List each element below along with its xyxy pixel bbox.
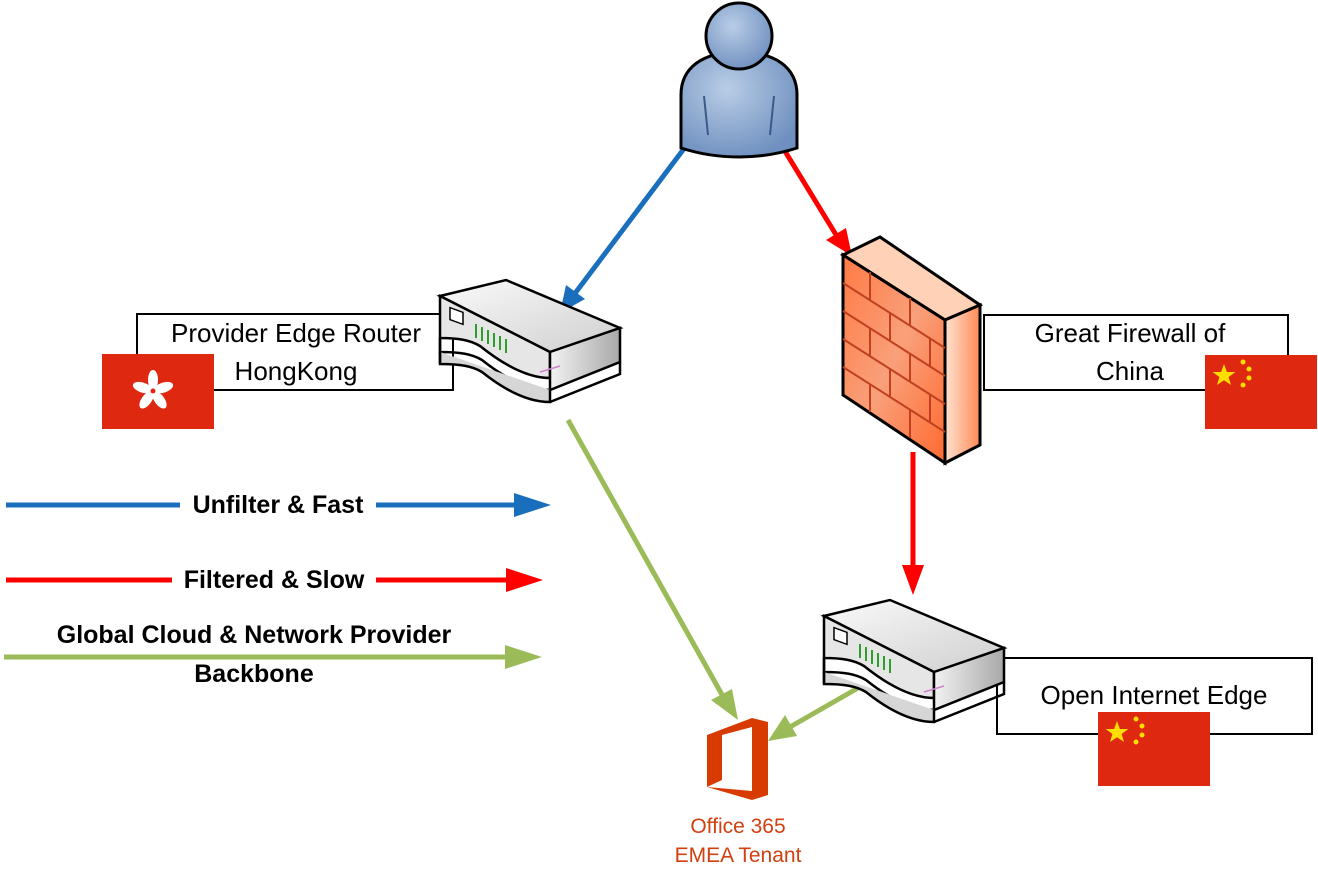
legend: Unfilter & Fast Filtered & Slow Global C…	[4, 490, 551, 688]
hong-kong-flag	[102, 354, 214, 429]
legend-backbone-label-line2: Backbone	[194, 660, 314, 688]
firewall-icon	[839, 235, 984, 466]
arrow-edge-to-office-head	[768, 715, 797, 741]
arrow-user-to-firewall	[780, 146, 841, 240]
arrow-pe-router-to-office	[565, 418, 728, 702]
arrow-pe-router-to-office-head	[711, 689, 738, 720]
connection-arrows	[560, 140, 924, 741]
legend-fast-label: Unfilter & Fast	[193, 491, 365, 519]
china-flag-firewall	[1205, 355, 1317, 429]
office-icon	[707, 718, 768, 800]
arrow-user-to-firewall-head	[826, 228, 852, 256]
china-flag-edge	[1098, 712, 1210, 786]
legend-fast-arrowhead	[514, 493, 551, 517]
legend-slow: Filtered & Slow	[6, 565, 543, 595]
office365-label-line2: EMEA Tenant	[675, 844, 802, 867]
arrow-user-to-pe-router	[568, 140, 691, 302]
internet-edge-router-icon	[822, 598, 1006, 724]
legend-slow-arrowhead	[506, 568, 543, 592]
pe-router-label-line1: Provider Edge Router	[171, 318, 421, 348]
legend-slow-label: Filtered & Slow	[184, 566, 365, 594]
firewall-label-line2: China	[1096, 356, 1164, 386]
user-icon	[679, 1, 799, 159]
firewall-label-line1: Great Firewall of	[1035, 318, 1226, 348]
arrow-edge-to-office	[788, 685, 860, 730]
office365-label-line1: Office 365	[690, 815, 785, 838]
pe-router-label-line2: HongKong	[235, 356, 358, 386]
pe-router-icon	[438, 278, 622, 404]
arrow-firewall-to-edge-head	[902, 565, 924, 595]
internet-edge-label: Open Internet Edge	[1041, 680, 1268, 710]
legend-fast: Unfilter & Fast	[6, 490, 551, 520]
legend-backbone-arrowhead	[505, 645, 542, 669]
legend-backbone: Global Cloud & Network Provider Backbone	[4, 621, 542, 688]
legend-backbone-label-line1: Global Cloud & Network Provider	[57, 621, 452, 649]
